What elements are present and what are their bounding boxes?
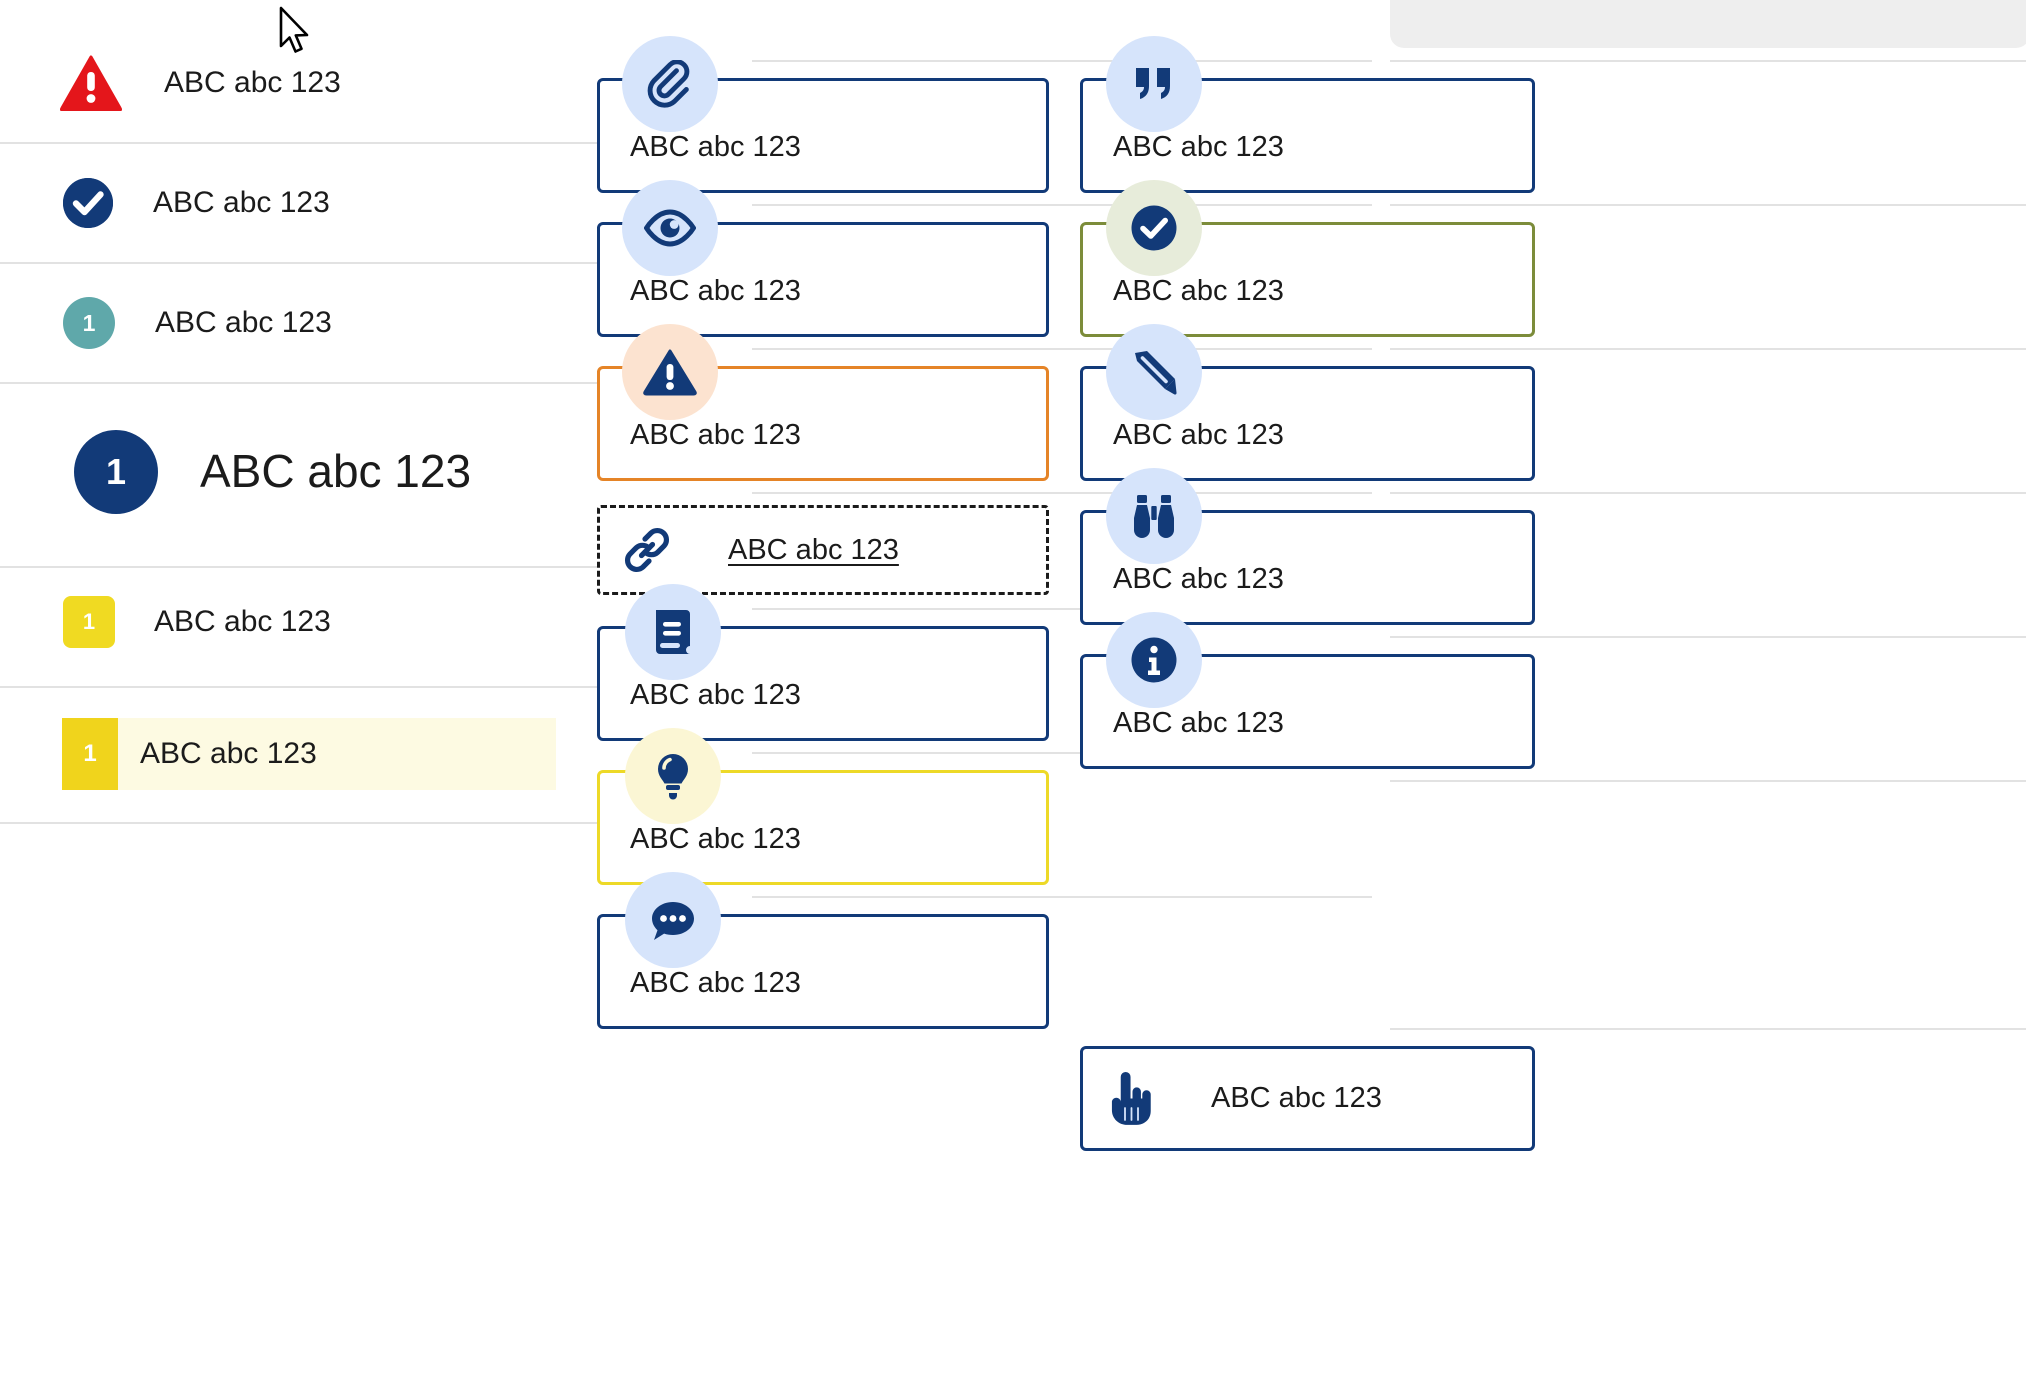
card-label: ABC abc 123 [630, 275, 801, 307]
link-icon [622, 525, 672, 575]
card-label: ABC abc 123 [630, 967, 801, 999]
list-item[interactable]: ABC abc 123 [63, 178, 330, 228]
badge-value: 1 [82, 609, 96, 634]
lightbulb-icon [625, 728, 721, 824]
card-label: ABC abc 123 [1113, 707, 1284, 739]
separator-right-6 [1390, 780, 2026, 782]
separator-left-6 [0, 822, 760, 824]
number-badge-icon: 1 [63, 596, 115, 648]
separator-left-1 [0, 142, 760, 144]
card-label: ABC abc 123 [630, 823, 801, 855]
list-item[interactable]: 1 ABC abc 123 [63, 297, 332, 349]
separator-left-3 [0, 382, 760, 384]
card-action[interactable]: ABC abc 123 [1080, 1046, 1535, 1151]
warning-triangle-icon [60, 55, 122, 111]
number-badge-icon: 1 [62, 718, 118, 790]
book-icon [625, 584, 721, 680]
separator-right-3 [1390, 348, 2026, 350]
card-label: ABC abc 123 [630, 419, 801, 451]
pencil-icon [1106, 324, 1202, 420]
separator-left-4 [0, 566, 760, 568]
list-item-label: ABC abc 123 [153, 186, 330, 220]
card-label: ABC abc 123 [1113, 131, 1284, 163]
card-label: ABC abc 123 [630, 679, 801, 711]
separator-right-4 [1390, 492, 2026, 494]
eye-icon [622, 180, 718, 276]
list-item-label: ABC abc 123 [154, 605, 331, 639]
card-link[interactable]: ABC abc 123 [597, 505, 1049, 595]
separator-right-2 [1390, 204, 2026, 206]
list-item-label: ABC abc 123 [140, 737, 317, 770]
list-item[interactable]: 1 ABC abc 123 [63, 596, 331, 648]
check-circle-icon [1106, 180, 1202, 276]
separator-right-5 [1390, 636, 2026, 638]
number-badge-icon: 1 [74, 430, 158, 514]
card-label: ABC abc 123 [1113, 563, 1284, 595]
list-item[interactable]: 1 ABC abc 123 [74, 430, 471, 514]
card-label: ABC abc 123 [1113, 275, 1284, 307]
number-badge-icon: 1 [63, 297, 115, 349]
separator-mid-4 [752, 492, 1372, 494]
left-list-column: ABC abc 123 ABC abc 123 1 ABC abc 123 1 [0, 0, 760, 1392]
badge-value: 1 [82, 309, 96, 336]
list-item-selected[interactable]: 1 ABC abc 123 [62, 718, 556, 790]
paperclip-icon [622, 36, 718, 132]
list-item-label: ABC abc 123 [164, 66, 341, 100]
separator-mid-3 [752, 348, 1372, 350]
check-circle-icon [63, 178, 113, 228]
separator-mid-2 [752, 204, 1372, 206]
separator-left-5 [0, 686, 760, 688]
card-label: ABC abc 123 [1211, 1082, 1382, 1114]
background-panel [1390, 0, 2026, 48]
mouse-pointer-icon [278, 6, 312, 56]
pointing-hand-icon [1109, 1071, 1151, 1127]
badge-value: 1 [83, 740, 97, 767]
separator-mid-7 [752, 896, 1372, 898]
list-item[interactable]: ABC abc 123 [60, 55, 341, 111]
separator-mid-1 [752, 60, 1372, 62]
list-item-label: ABC abc 123 [155, 306, 332, 340]
separator-left-2 [0, 262, 760, 264]
quote-marks-icon [1106, 36, 1202, 132]
info-circle-icon [1106, 612, 1202, 708]
card-link-label[interactable]: ABC abc 123 [728, 533, 899, 566]
warning-alert-icon [622, 324, 718, 420]
card-label: ABC abc 123 [630, 131, 801, 163]
separator-right-1 [1390, 60, 2026, 62]
list-item-label: ABC abc 123 [200, 445, 472, 498]
separator-right-7 [1390, 1028, 2026, 1030]
card-label: ABC abc 123 [1113, 419, 1284, 451]
speech-bubble-icon [625, 872, 721, 968]
separator-mid-5 [752, 608, 1372, 610]
badge-value: 1 [105, 451, 127, 492]
separator-mid-6 [752, 752, 1372, 754]
binoculars-icon [1106, 468, 1202, 564]
